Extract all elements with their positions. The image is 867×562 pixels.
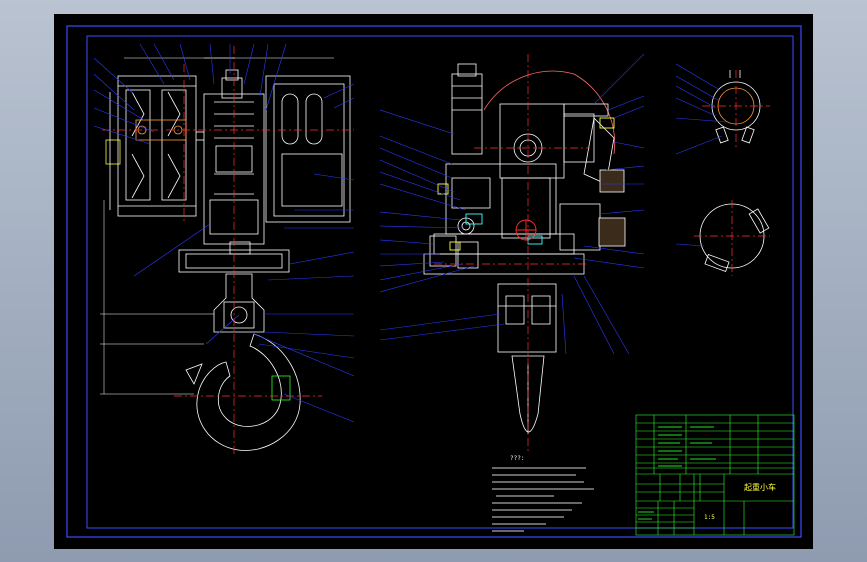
right-leaders xyxy=(675,63,727,247)
assembly-drawing: ???: xyxy=(66,25,802,538)
notes-heading: ???: xyxy=(510,455,524,462)
hook xyxy=(196,333,301,451)
outer-border xyxy=(66,25,802,538)
hook-tip xyxy=(511,355,545,433)
middle-center-lines xyxy=(434,54,590,454)
title-block-fill-lines xyxy=(638,426,716,520)
drawing-title: 起重小车 xyxy=(744,482,776,492)
motor-cylinder xyxy=(451,73,483,155)
title-block xyxy=(635,414,795,536)
drum-arc xyxy=(483,70,575,111)
left-section-view xyxy=(105,69,351,451)
middle-accents xyxy=(437,117,615,251)
left-dimension-lines xyxy=(100,57,334,395)
left-leaders xyxy=(93,43,355,423)
scale-cell: 1:5 xyxy=(704,514,715,521)
technical-notes: ???: xyxy=(492,455,594,532)
motor-box xyxy=(265,75,351,223)
middle-side-view xyxy=(423,63,626,434)
pulley-block xyxy=(117,75,197,217)
right-center-lines xyxy=(694,70,770,276)
drawing-sheet: ???: xyxy=(54,14,813,549)
detail-view-b xyxy=(699,203,770,272)
middle-leaders xyxy=(379,53,645,355)
hook-block xyxy=(497,283,557,353)
inner-border xyxy=(86,35,794,529)
left-center-lines xyxy=(102,46,354,454)
